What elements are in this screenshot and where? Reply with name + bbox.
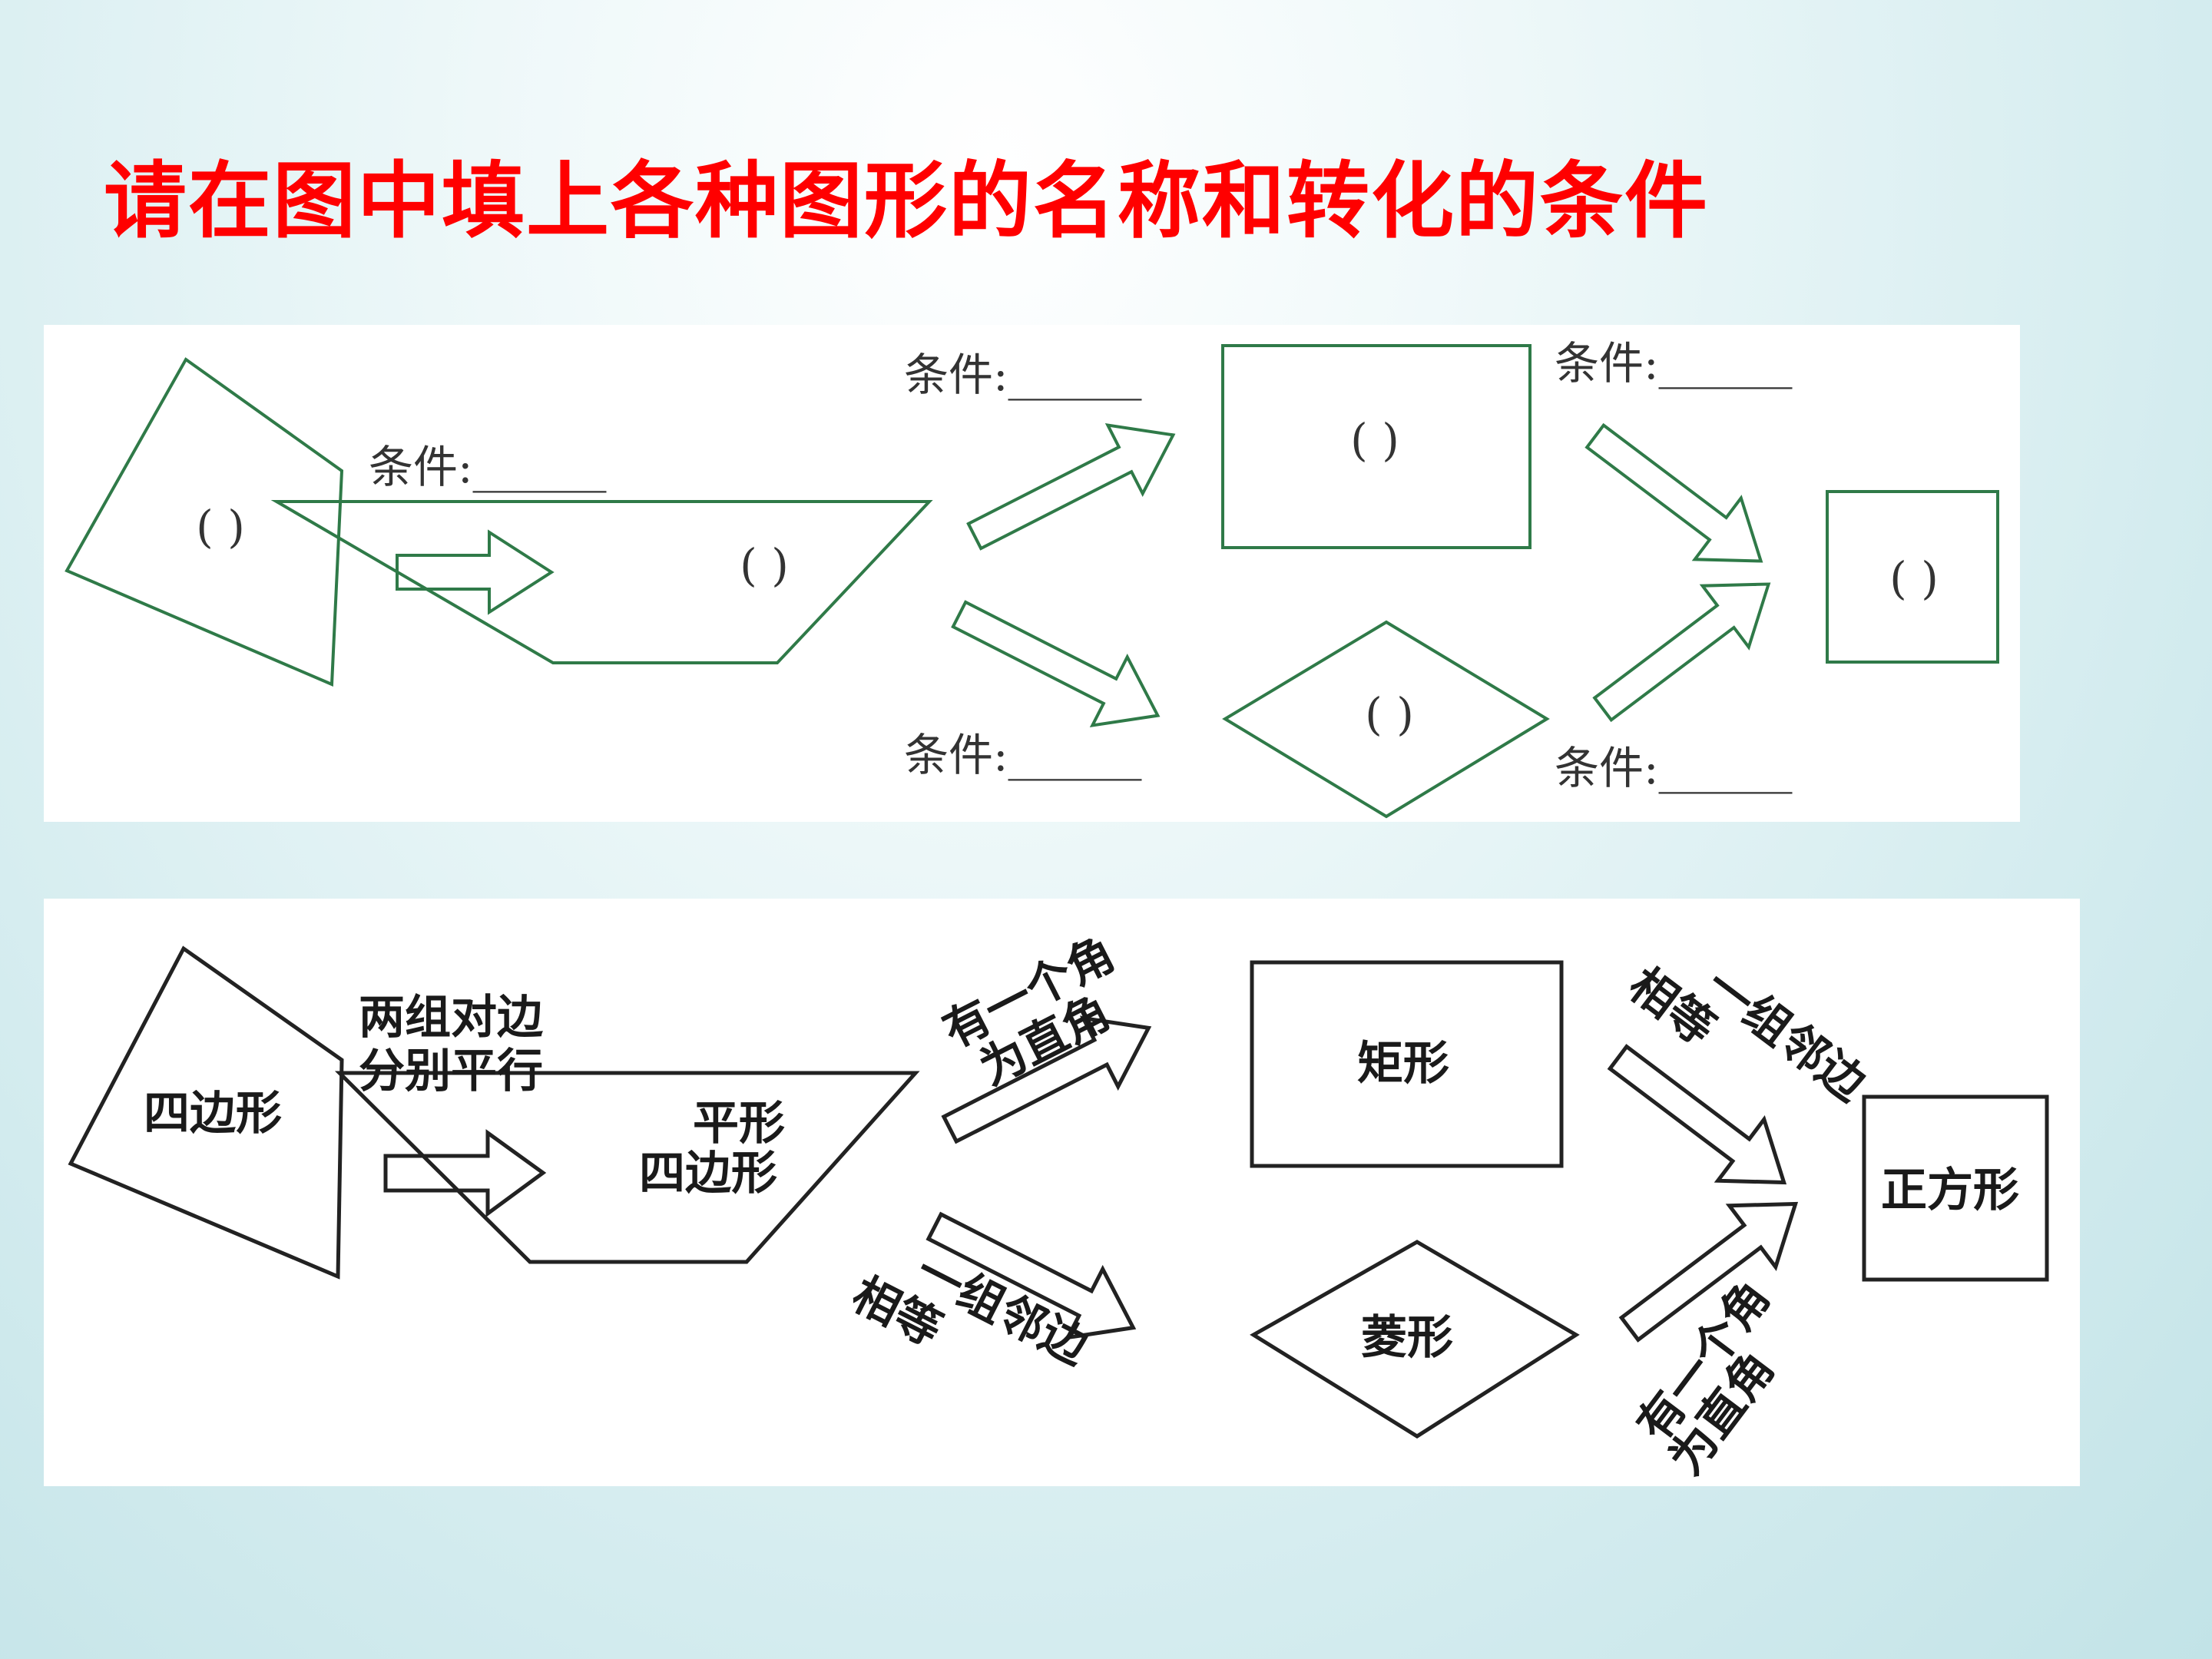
- condition-label: 条件:______: [369, 441, 607, 493]
- rectangle-shape: [1250, 960, 1564, 1168]
- condition-label: 条件:______: [904, 349, 1142, 401]
- arrow-up-right-icon: [1618, 1201, 1799, 1343]
- quadrilateral-shape: [65, 357, 344, 687]
- blank-diagram: 条件:______ 条件:______ 条件:______ 条件:______ …: [65, 337, 1999, 819]
- parallelogram-shape: [270, 500, 933, 664]
- blank-answer: ( ): [1889, 552, 1939, 604]
- arrow-up-right-icon: [941, 1015, 1152, 1144]
- blank-answer: ( ): [1365, 688, 1414, 740]
- square-shape: [1862, 1094, 2049, 1282]
- answer-diagram: 四边形 平形 四边形 矩形 菱形 正方形 两组对边 分别平行 有一个角 为直角 …: [68, 927, 2049, 1485]
- blank-answer: ( ): [740, 539, 789, 591]
- blank-answer: ( ): [1350, 414, 1399, 466]
- condition-label: 分别平行: [359, 1045, 543, 1098]
- quadrilateral-shape: [68, 945, 344, 1280]
- condition-label: 两组对边: [359, 991, 543, 1045]
- parallelogram-shape: [334, 1071, 920, 1264]
- condition-label: 条件:______: [1555, 337, 1793, 389]
- page-title: 请在图中填上各种图形的名称和转化的条件: [104, 154, 1710, 250]
- rhombus-shape: [1250, 1240, 1580, 1439]
- blank-diagram-panel: 条件:______ 条件:______ 条件:______ 条件:______ …: [44, 325, 2020, 822]
- square-label: 正方形: [1881, 1164, 2019, 1217]
- arrow-down-right-icon: [926, 1211, 1137, 1340]
- rectangle-shape: [1221, 344, 1532, 549]
- condition-label: 相等: [1619, 958, 1725, 1056]
- rectangle-label: 矩形: [1357, 1037, 1449, 1091]
- condition-label: 条件:______: [904, 729, 1142, 781]
- answer-diagram-panel: 四边形 平形 四边形 矩形 菱形 正方形 两组对边 分别平行 有一个角 为直角 …: [44, 899, 2080, 1486]
- blank-answer: ( ): [196, 501, 245, 553]
- square-shape: [1826, 490, 1999, 664]
- arrow-down-right-icon: [951, 600, 1161, 727]
- parallelogram-label: 四边形: [639, 1147, 777, 1200]
- arrow-down-right-icon: [1584, 422, 1763, 563]
- condition-label: 条件:______: [1555, 742, 1793, 794]
- rhombus-label: 菱形: [1361, 1311, 1453, 1365]
- rhombus-shape: [1222, 620, 1550, 819]
- arrow-up-right-icon: [966, 423, 1176, 551]
- condition-label: 一组邻边: [1696, 958, 1876, 1111]
- arrow-right-icon: [396, 529, 555, 615]
- arrow-down-right-icon: [1607, 1044, 1787, 1185]
- arrow-right-icon: [383, 1129, 547, 1217]
- quadrilateral-label: 四边形: [144, 1087, 282, 1141]
- arrow-up-right-icon: [1592, 582, 1771, 723]
- parallelogram-label: 平形: [693, 1097, 785, 1151]
